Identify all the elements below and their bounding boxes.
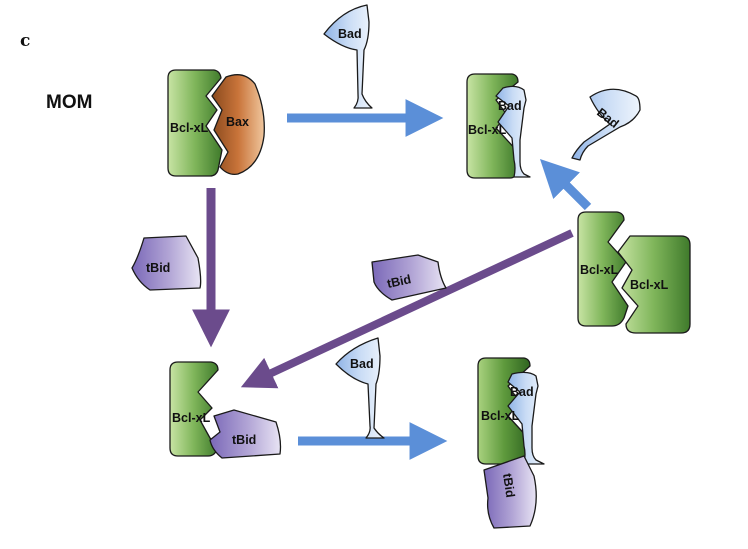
bcl-xl-label: Bcl-xL (170, 121, 209, 135)
bcl-xl-protein (617, 235, 691, 334)
bcl-xl-label: Bcl-xL (630, 278, 669, 292)
bcl-xl-bad-complex: Bad Bcl-xL (466, 73, 531, 179)
bad-protein (571, 88, 641, 161)
bcl-xl-protein (169, 361, 219, 457)
bad-free-right: Bad (571, 88, 641, 161)
arrow-dimer-to-top (539, 158, 592, 211)
tbid-protein (209, 409, 282, 459)
bad-free-top: Bad (323, 4, 373, 109)
bcl-xl-protein (577, 211, 629, 327)
bad-protein (495, 85, 531, 178)
bad-label: Bad (338, 27, 362, 41)
bad-label: Bad (510, 385, 534, 399)
tbid-free-middle: tBid (371, 254, 447, 301)
bcl-xl-label: Bcl-xL (481, 409, 520, 423)
bcl-xl-dimer: Bcl-xL Bcl-xL (577, 211, 691, 334)
bcl-xl-protein (466, 73, 519, 179)
tbid-label: tBid (500, 472, 517, 498)
tbid-label: tBid (232, 433, 256, 447)
bad-label: Bad (350, 357, 374, 371)
tbid-label: tBid (146, 261, 170, 275)
bad-protein (335, 337, 385, 439)
bax-protein (211, 74, 265, 175)
bcl-xl-bad-tbid-complex: Bad Bcl-xL tBid (477, 357, 545, 529)
bcl-xl-tbid-complex: Bcl-xL tBid (169, 361, 282, 459)
bcl-xl-protein (167, 69, 223, 177)
bcl-xl-label: Bcl-xL (580, 263, 619, 277)
tbid-label: tBid (386, 272, 413, 291)
bad-label: Bad (498, 99, 522, 113)
tbid-protein (131, 235, 202, 291)
tbid-protein (483, 455, 537, 529)
bcl-xl-label: Bcl-xL (172, 411, 211, 425)
bad-protein (323, 4, 373, 109)
panel-label: c (20, 31, 30, 51)
arrow-dimer-to-bottom (240, 229, 574, 389)
bcl-xl-label: Bcl-xL (468, 123, 507, 137)
bax-label: Bax (226, 115, 249, 129)
bad-protein (507, 371, 545, 465)
tbid-protein (371, 254, 447, 301)
mom-label: MOM (46, 92, 92, 113)
bcl-xl-bax-complex: Bcl-xL Bax (167, 69, 265, 177)
bad-free-bottom: Bad (335, 337, 385, 439)
tbid-free-left: tBid (131, 235, 202, 291)
